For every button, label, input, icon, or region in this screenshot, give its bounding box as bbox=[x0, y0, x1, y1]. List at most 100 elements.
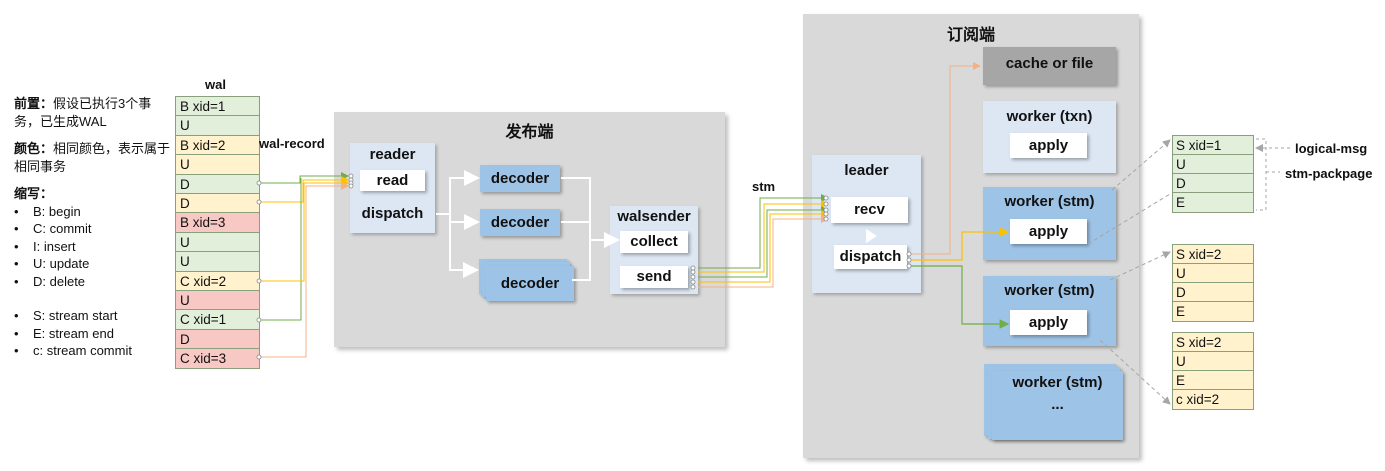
side-table-cell: U bbox=[1173, 352, 1253, 371]
wal-cell: D bbox=[176, 329, 259, 350]
wal-cell: B xid=3 bbox=[176, 213, 259, 233]
wal-cell: U bbox=[176, 232, 259, 253]
line-stm-yellow-1 bbox=[698, 200, 829, 273]
side-table-cell: S xid=2 bbox=[1173, 333, 1253, 352]
arrow-decoder-1-to-collect bbox=[561, 177, 620, 248]
legend-abbr-item: D: delete bbox=[14, 273, 174, 291]
apply-stm-1: apply bbox=[1010, 219, 1087, 244]
leader-box bbox=[812, 155, 921, 293]
line-wal-green-1 bbox=[259, 172, 349, 184]
line-stm-green-2 bbox=[698, 206, 829, 278]
subscriber-title: 订阅端 bbox=[946, 27, 995, 44]
legend-abbr-title: 缩写： bbox=[14, 186, 54, 201]
legend-abbr-item: B: begin bbox=[14, 203, 174, 221]
line-wal-yellow-1 bbox=[259, 176, 349, 203]
side-table-cell: c xid=2 bbox=[1173, 390, 1253, 409]
legend-abbr-item: I: insert bbox=[14, 238, 174, 256]
legend-abbr-item: E: stream end bbox=[14, 325, 174, 343]
wal-cell: U bbox=[176, 252, 259, 272]
stm-packpage-label: stm-packpage bbox=[1285, 166, 1373, 181]
leader-dispatch-box: dispatch bbox=[834, 245, 907, 269]
arrow-dispatch-to-decoder-2 bbox=[449, 214, 480, 230]
legend-abbr-item: c: stream commit bbox=[14, 342, 174, 360]
port-dots bbox=[256, 173, 912, 360]
side-table-cell: S xid=2 bbox=[1173, 245, 1253, 264]
arrow-dispatch-to-decoder-1 bbox=[436, 170, 480, 215]
wal-cell: C xid=1 bbox=[176, 310, 259, 330]
line-wal-red bbox=[259, 182, 349, 358]
dash-worker-2-to-table-2 bbox=[1109, 251, 1171, 281]
wal-cell: U bbox=[176, 116, 259, 136]
worker-stm-3-ellipsis: ... bbox=[1051, 396, 1064, 413]
line-stm-red bbox=[698, 215, 829, 288]
wal-record-label: wal-record bbox=[259, 136, 325, 151]
line-dispatch-to-cache bbox=[908, 62, 981, 255]
worker-stm-1-title: worker (stm) bbox=[1004, 193, 1095, 210]
cache-box: cache or file bbox=[983, 47, 1116, 85]
worker-txn-title: worker (txn) bbox=[1006, 108, 1093, 125]
legend-abbr-list-2: S: stream startE: stream endc: stream co… bbox=[14, 307, 174, 360]
line-dispatch-to-worker-1 bbox=[908, 227, 1010, 261]
decoder-3: decoder bbox=[486, 266, 574, 301]
wal-title: wal bbox=[205, 77, 226, 92]
legend-abbr-item: U: update bbox=[14, 255, 174, 273]
wal-cell: C xid=2 bbox=[176, 271, 259, 291]
wal-cell: D bbox=[176, 174, 259, 194]
line-wal-yellow-2 bbox=[259, 179, 349, 282]
line-dispatch-to-worker-2 bbox=[908, 265, 1010, 329]
decoder-1: decoder bbox=[480, 165, 560, 192]
collect-box: collect bbox=[620, 231, 688, 253]
legend-abbr-item: C: commit bbox=[14, 220, 174, 238]
dash-worker-1-to-table-1 bbox=[1087, 193, 1171, 245]
send-box: send bbox=[620, 266, 688, 288]
reader-title: reader bbox=[369, 146, 416, 163]
wal-cell: C xid=3 bbox=[176, 349, 259, 369]
bracket-stm-packpage bbox=[1256, 138, 1267, 211]
worker-stm-3-box bbox=[992, 371, 1123, 440]
wal-cell: U bbox=[176, 290, 259, 311]
legend-abbr-list: B: beginC: commitI: insertU: updateD: de… bbox=[14, 203, 174, 291]
walsender-title: walsender bbox=[617, 208, 691, 225]
worker-stm-2-title: worker (stm) bbox=[1004, 282, 1095, 299]
logical-msg-label: logical-msg bbox=[1295, 141, 1368, 156]
read-box: read bbox=[360, 170, 425, 191]
worker-stm-3-title: worker (stm) bbox=[1012, 374, 1103, 391]
legend-color: 颜色：相同颜色，表示属于相同事务 bbox=[14, 141, 171, 174]
dash-worker-1-to-table-1-top bbox=[1111, 139, 1171, 191]
arrow-recv-to-dispatch bbox=[865, 229, 877, 243]
stm-label: stm bbox=[752, 179, 776, 194]
legend: 前置：假设已执行3个事务，已生成WAL 颜色：相同颜色，表示属于相同事务 缩写：… bbox=[14, 95, 174, 360]
reader-dispatch-label: dispatch bbox=[361, 205, 424, 222]
wal-cell: U bbox=[176, 155, 259, 175]
dash-worker-2-to-table-3 bbox=[1099, 339, 1171, 405]
arrow-dispatch-to-decoder-3 bbox=[449, 214, 479, 278]
legend-precondition: 前置：假设已执行3个事务，已生成WAL bbox=[14, 96, 152, 129]
line-stm-green-1 bbox=[698, 194, 829, 269]
side-table-cell: U bbox=[1173, 264, 1253, 283]
publisher-title: 发布端 bbox=[505, 124, 554, 141]
decoder-2: decoder bbox=[480, 209, 560, 236]
recv-box: recv bbox=[831, 197, 908, 223]
side-table-cell: D bbox=[1173, 283, 1253, 302]
side-table-cell: E bbox=[1173, 193, 1253, 212]
line-stm-yellow-2 bbox=[698, 210, 829, 283]
side-table-cell: D bbox=[1173, 174, 1253, 193]
apply-stm-2: apply bbox=[1010, 310, 1087, 335]
legend-abbr-item: S: stream start bbox=[14, 307, 174, 325]
wal-cell: D bbox=[176, 193, 259, 214]
side-table-cell: U bbox=[1173, 155, 1253, 174]
arrow-decoder-3-to-collect bbox=[572, 240, 591, 281]
side-table-cell: S xid=1 bbox=[1173, 136, 1253, 155]
side-table-cell: E bbox=[1173, 371, 1253, 390]
leader-title: leader bbox=[844, 162, 889, 179]
side-table-cell: E bbox=[1173, 302, 1253, 321]
apply-txn: apply bbox=[1010, 133, 1087, 158]
line-wal-green-2 bbox=[259, 178, 302, 321]
wal-cell: B xid=2 bbox=[176, 135, 259, 156]
wal-cell: B xid=1 bbox=[176, 97, 259, 117]
